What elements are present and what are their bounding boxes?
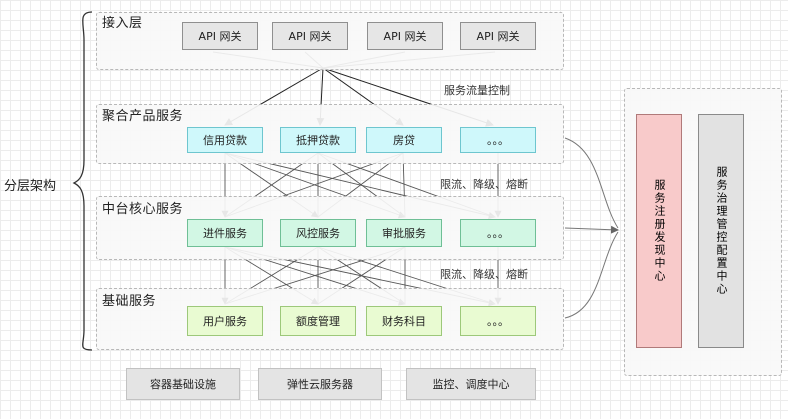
core-service-more: 。。。 <box>460 219 536 247</box>
base-service-more: 。。。 <box>460 306 536 336</box>
core-service-approval: 审批服务 <box>366 219 442 247</box>
infra-monitor-schedule: 监控、调度中心 <box>406 368 536 400</box>
base-service-quota: 额度管理 <box>280 306 356 336</box>
core-layer-title: 中台核心服务 <box>102 202 184 217</box>
api-gateway-1: API 网关 <box>182 22 258 50</box>
product-service-credit-loan: 信用贷款 <box>187 127 263 153</box>
core-service-intake: 进件服务 <box>187 219 263 247</box>
product-service-more: 。。。 <box>460 127 536 153</box>
infra-container: 容器基础设施 <box>126 368 240 400</box>
access-layer-title: 接入层 <box>102 16 143 31</box>
side-label: 分层架构 <box>4 179 57 194</box>
base-service-user: 用户服务 <box>187 306 263 336</box>
base-service-accounting: 财务科目 <box>366 306 442 336</box>
service-registry-center: 服务注册发现中心 <box>636 114 682 348</box>
product-layer-title: 聚合产品服务 <box>102 109 184 124</box>
degrade-label-1: 限流、降级、熔断 <box>440 178 528 191</box>
service-governance-center: 服务治理管控配置中心 <box>698 114 744 348</box>
core-service-risk-control: 风控服务 <box>280 219 356 247</box>
traffic-control-label: 服务流量控制 <box>444 84 510 97</box>
api-gateway-4: API 网关 <box>460 22 536 50</box>
degrade-label-2: 限流、降级、熔断 <box>440 268 528 281</box>
infra-elastic-cloud: 弹性云服务器 <box>258 368 382 400</box>
api-gateway-3: API 网关 <box>367 22 443 50</box>
product-service-housing-loan: 房贷 <box>366 127 442 153</box>
layer-brace <box>72 11 93 351</box>
base-layer-title: 基础服务 <box>102 294 157 309</box>
api-gateway-2: API 网关 <box>272 22 348 50</box>
product-service-mortgage-loan: 抵押贷款 <box>280 127 356 153</box>
